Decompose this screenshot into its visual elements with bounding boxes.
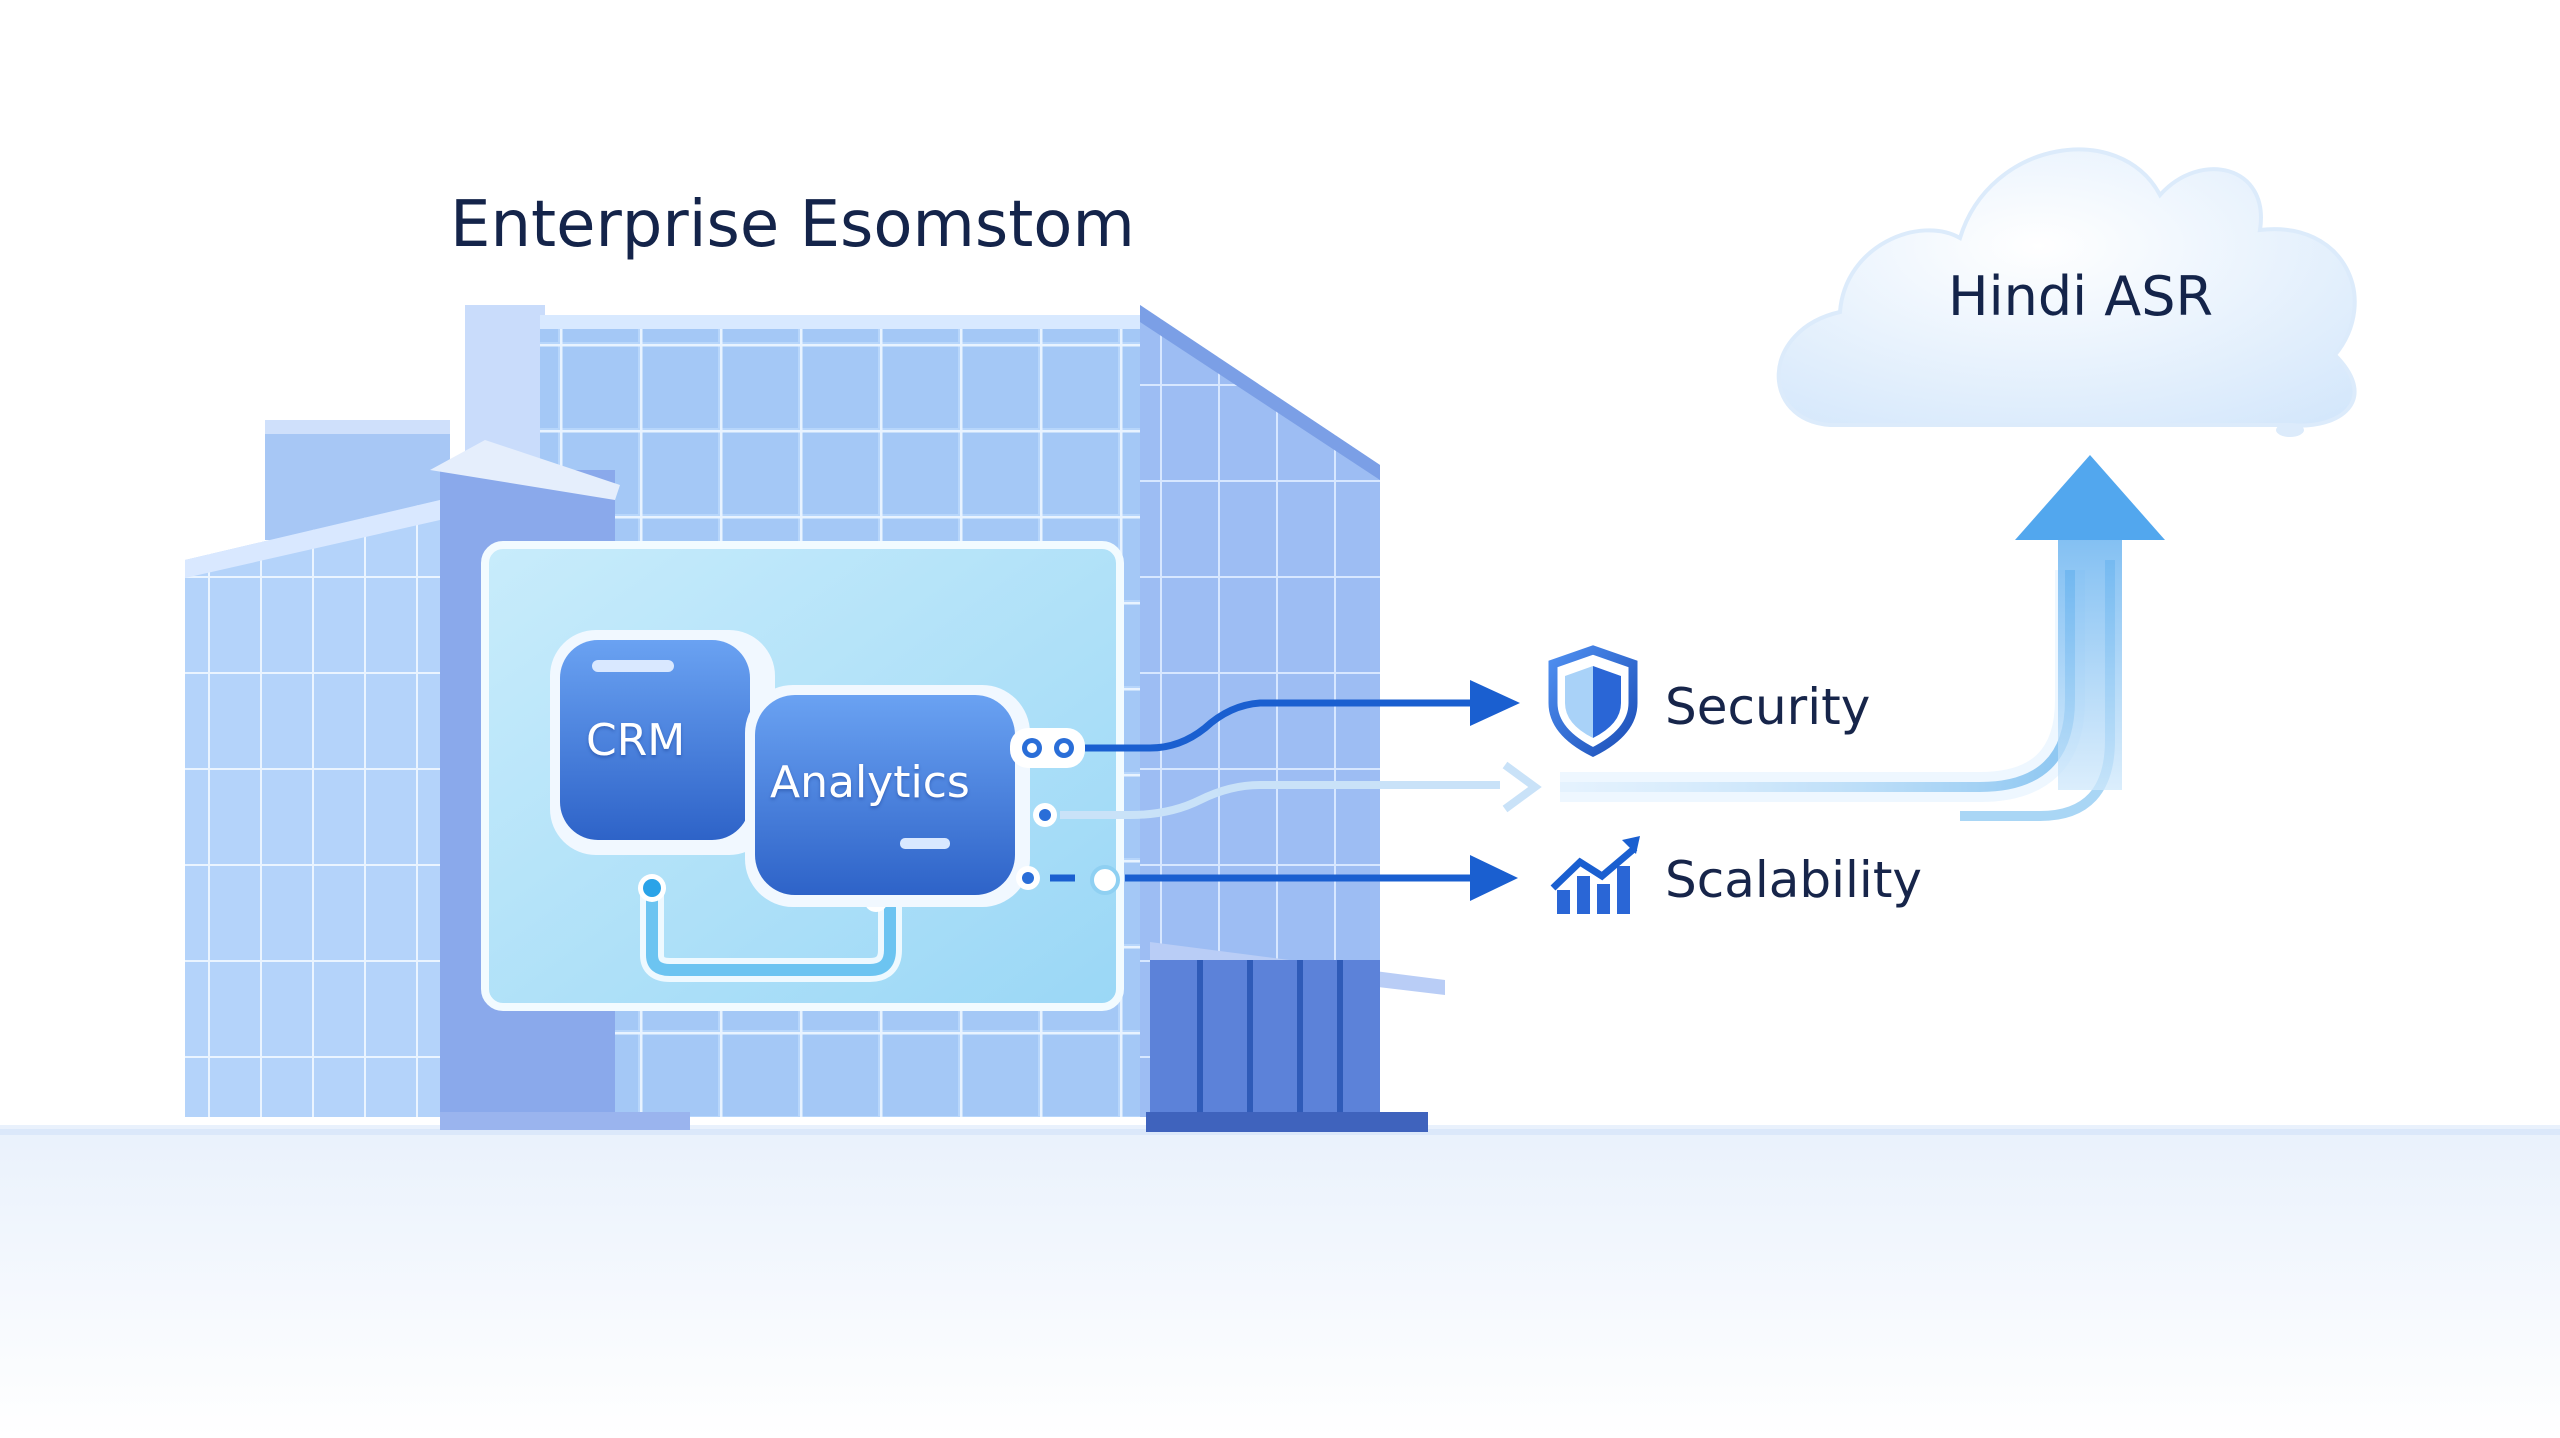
crm-module [550, 630, 775, 855]
shield-icon [1548, 645, 1638, 758]
scalability-label: Scalability [1665, 851, 1923, 909]
diagram-title: Enterprise Esomstom [450, 188, 1135, 262]
arrow-to-security [1085, 680, 1520, 752]
analytics-module [745, 685, 1120, 907]
arrow-faint-middle [1060, 761, 1542, 819]
security-label: Security [1665, 678, 1871, 736]
analytics-label: Analytics [770, 757, 970, 808]
bar-chart-trend-up-icon [1550, 836, 1640, 914]
cloud [1776, 147, 2357, 437]
cloud-label: Hindi ASR [1948, 265, 2214, 328]
arrow-to-scalability [1050, 855, 1518, 901]
crm-label: CRM [586, 715, 686, 766]
arrow-to-cloud [1560, 455, 2165, 821]
